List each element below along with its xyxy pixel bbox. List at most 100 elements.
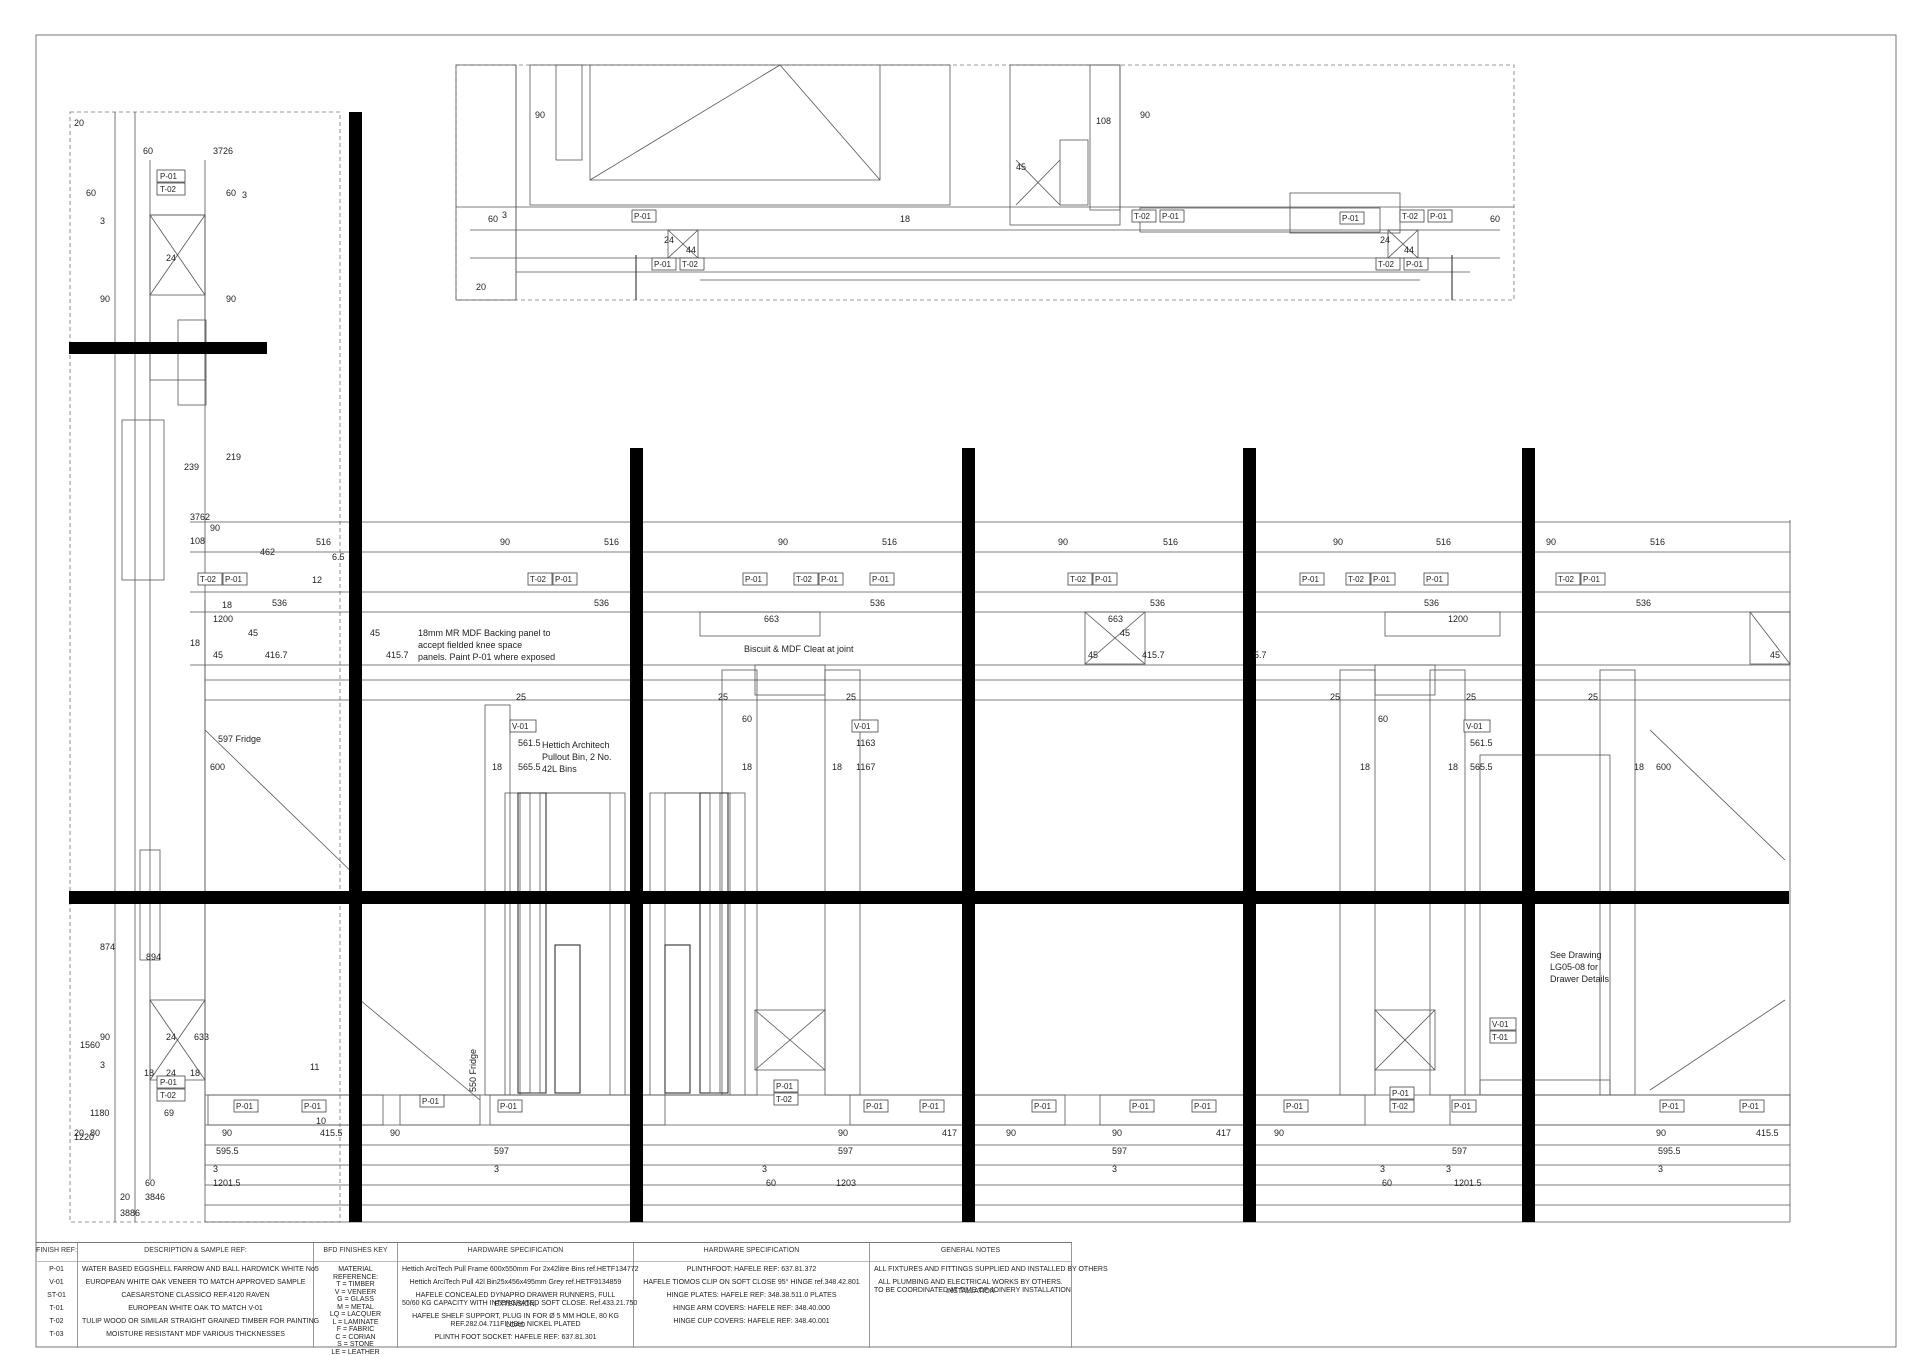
hardware-spec-line: HINGE PLATES: HAFELE REF: 348.38.511.0 P… <box>666 1292 837 1299</box>
hardware-spec-line: HAFELE TIOMOS CLIP ON SOFT CLOSE 95° HIN… <box>643 1279 860 1286</box>
finish-tag: P-01 <box>555 575 572 584</box>
dim-label: 18 <box>742 762 752 772</box>
finish-tag: P-01 <box>745 575 762 584</box>
dim-label: 874 <box>100 942 115 952</box>
dim-label: 894 <box>146 952 161 962</box>
bfd-key-header: BFD FINISHES KEY <box>314 1245 397 1262</box>
general-notes-header: GENERAL NOTES <box>870 1245 1071 1262</box>
dim-label: 597 <box>838 1146 853 1156</box>
finish-tag: P-01 <box>1742 1102 1759 1111</box>
dim-label: 536 <box>1424 598 1439 608</box>
dim-label: 90 <box>1140 110 1150 120</box>
dim-label: 60 <box>766 1178 776 1188</box>
dim-label: 516 <box>1650 537 1665 547</box>
dim-label: 45 <box>1770 650 1780 660</box>
dim-label: 633 <box>194 1032 209 1042</box>
finish-tag: T-02 <box>1348 575 1365 584</box>
hettich-note: 42L Bins <box>542 764 577 774</box>
finish-tag: T-02 <box>796 575 813 584</box>
dim-label: 20 <box>476 282 486 292</box>
dim-label: 24 <box>1380 235 1390 245</box>
dim-label: 536 <box>1150 598 1165 608</box>
dim-label: 18 <box>1360 762 1370 772</box>
dim-label: 69 <box>164 1108 174 1118</box>
finish-description: WATER BASED EGGSHELL FARROW AND BALL HAR… <box>82 1266 319 1273</box>
material-ref-line: F = FABRIC <box>336 1326 375 1333</box>
finish-tag: P-01 <box>225 575 242 584</box>
dim-label: 415.7 <box>386 650 409 660</box>
hardware-spec-line: Hettich ArciTech Pull 42l Bin25x456x495m… <box>409 1279 622 1286</box>
finish-tag: P-01 <box>304 1102 321 1111</box>
dim-label: 18 <box>190 1068 200 1078</box>
finish-tag: P-01 <box>821 575 838 584</box>
dim-label: 3 <box>502 210 507 220</box>
finish-code: V-01 <box>49 1279 64 1286</box>
finish-tag: T-02 <box>200 575 217 584</box>
backing-panel-note: 18mm MR MDF Backing panel to <box>418 628 551 638</box>
break-bar-vertical <box>1522 448 1535 1222</box>
finish-tag: P-01 <box>654 260 671 269</box>
dim-label: 3 <box>1446 1164 1451 1174</box>
dim-label: 415.7 <box>1142 650 1165 660</box>
dim-label: 3 <box>762 1164 767 1174</box>
dim-label: 597 <box>1112 1146 1127 1156</box>
dimension-labels: 3726 60 3762 90 108 516 90 516 90 516 90… <box>74 110 1780 1218</box>
dim-label: 45 <box>213 650 223 660</box>
dim-label: 565.5 <box>518 762 541 772</box>
finish-tag: T-02 <box>160 185 177 194</box>
dim-label: 600 <box>210 762 225 772</box>
finish-tag: V-01 <box>854 722 871 731</box>
dim-label: 45 <box>1016 162 1026 172</box>
break-bar-vertical <box>349 112 362 1222</box>
dim-label: 3 <box>213 1164 218 1174</box>
hardware-spec-column: HARDWARE SPECIFICATION PLINTHFOOT: HAFEL… <box>634 1243 870 1348</box>
dim-label: 20 <box>74 118 84 128</box>
dim-label: 516 <box>1163 537 1178 547</box>
dim-label: 90 <box>778 537 788 547</box>
dim-label: 90 <box>210 523 220 533</box>
finish-tag: V-01 <box>1466 722 1483 731</box>
dim-label: 25 <box>1466 692 1476 702</box>
dim-label: 3 <box>1380 1164 1385 1174</box>
material-ref-line: C = CORIAN <box>335 1333 376 1341</box>
finish-tag: T-02 <box>1392 1102 1409 1111</box>
dim-label: 44 <box>686 245 696 255</box>
finish-tag: P-01 <box>1302 575 1319 584</box>
dim-label: 90 <box>1656 1128 1666 1138</box>
finish-code: T-01 <box>49 1305 64 1312</box>
finish-tag: P-01 <box>160 172 177 181</box>
hardware-spec-line: REF.282.04.711FINISH: NICKEL PLATED <box>450 1321 581 1328</box>
dim-label: 25 <box>1588 692 1598 702</box>
dim-label: 12 <box>312 575 322 585</box>
finish-description: EUROPEAN WHITE OAK TO MATCH V-01 <box>128 1305 263 1312</box>
dim-label: 20 <box>120 1192 130 1202</box>
finish-code: T-02 <box>49 1318 64 1325</box>
dim-label: 11 <box>310 1062 319 1072</box>
hettich-note: Hettich Architech <box>542 740 610 750</box>
dim-label: 3 <box>100 1060 105 1070</box>
finish-tag: P-01 <box>634 212 651 221</box>
dim-label: 3 <box>1112 1164 1117 1174</box>
dim-label: 3 <box>100 216 105 226</box>
backing-panel-note: accept fielded knee space <box>418 640 522 650</box>
dim-label: 90 <box>1546 537 1556 547</box>
finish-tag: T-01 <box>1492 1033 1509 1042</box>
dim-label: 417 <box>1216 1128 1231 1138</box>
dim-label: 3762 <box>190 512 210 522</box>
finish-description: TULIP WOOD OR SIMILAR STRAIGHT GRAINED T… <box>82 1318 320 1325</box>
finish-tag: P-01 <box>1662 1102 1679 1111</box>
finish-tag: T-02 <box>1558 575 1575 584</box>
dim-label: 536 <box>272 598 287 608</box>
hardware-spec-line: Hettich ArciTech Pull Frame 600x550mm Fo… <box>402 1266 639 1273</box>
dim-label: 25 <box>1330 692 1340 702</box>
dim-label: 90 <box>1333 537 1343 547</box>
dim-label: 60 <box>143 146 153 156</box>
dim-label: 561.5 <box>1470 738 1493 748</box>
finish-description: MOISTURE RESISTANT MDF VARIOUS THICKNESS… <box>106 1331 285 1338</box>
dim-label: 25 <box>718 692 728 702</box>
finish-tag: P-01 <box>872 575 889 584</box>
dim-label: 24 <box>664 235 674 245</box>
finish-description: CAESARSTONE CLASSICO REF.4120 RAVEN <box>121 1292 270 1299</box>
finish-tag: P-01 <box>1454 1102 1471 1111</box>
